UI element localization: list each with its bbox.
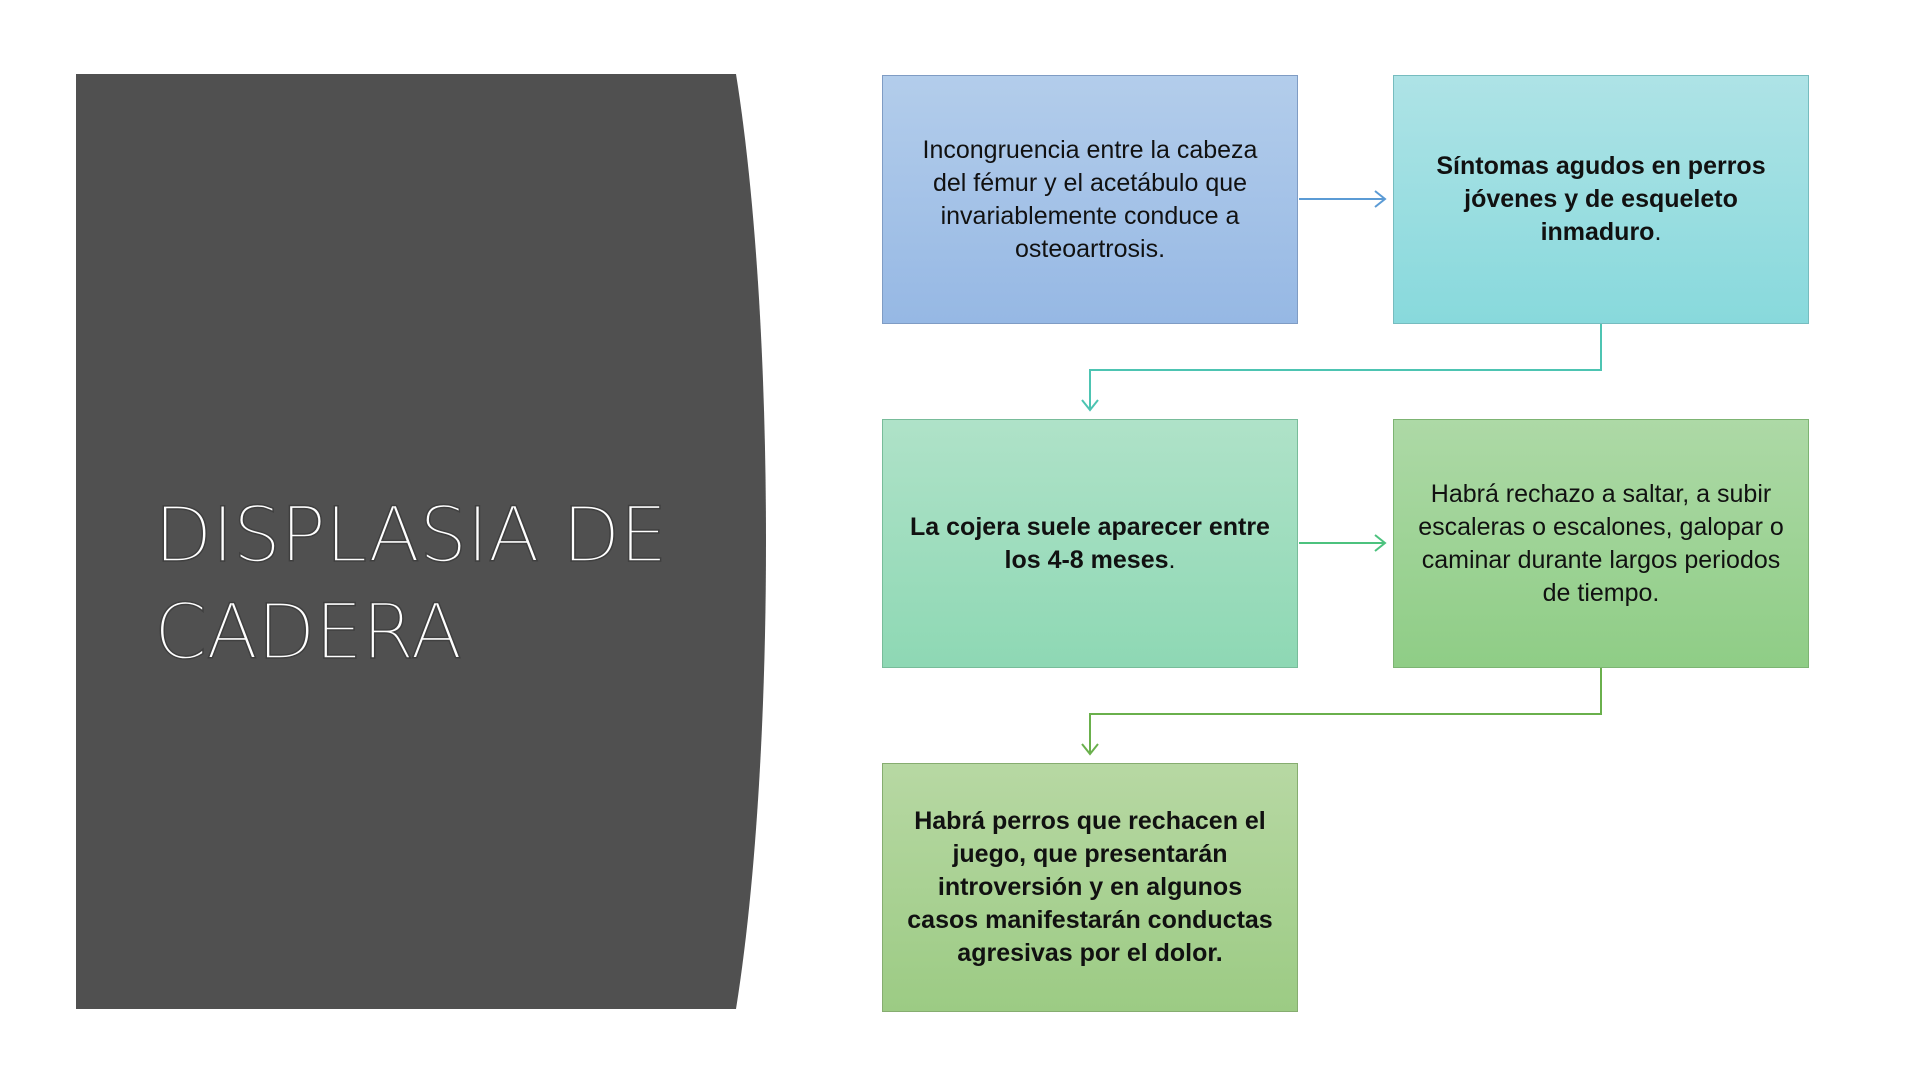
flow-box-plain-text: Incongruencia entre la cabeza del fémur … — [922, 135, 1258, 263]
flow-box-text: Incongruencia entre la cabeza del fémur … — [905, 134, 1275, 266]
title-panel-shape — [76, 74, 766, 1009]
flow-box-acute-symptoms: Síntomas agudos en perros jóvenes y de e… — [1393, 75, 1809, 324]
title-panel-fill — [76, 74, 766, 1009]
flow-box-bold-text: Síntomas agudos en perros jóvenes y de e… — [1436, 152, 1766, 246]
flow-box-text: Habrá perros que rechacen el juego, que … — [905, 805, 1275, 970]
flow-box-activity-rejection: Habrá rechazo a saltar, a subir escalera… — [1393, 419, 1809, 668]
flow-box-text: La cojera suele aparecer entre los 4-8 m… — [905, 511, 1275, 577]
slide-title: DISPLASIA DE CADERA — [153, 489, 668, 677]
flow-box-behavior-changes: Habrá perros que rechacen el juego, que … — [882, 763, 1298, 1012]
flow-box-bold-text: Habrá perros que rechacen el juego, que … — [907, 807, 1273, 967]
flow-box-suffix: . — [1654, 218, 1662, 246]
flow-box-text: Habrá rechazo a saltar, a subir escalera… — [1416, 478, 1786, 610]
title-panel: DISPLASIA DE CADERA — [76, 74, 776, 1009]
flow-box-lameness-onset: La cojera suele aparecer entre los 4-8 m… — [882, 419, 1298, 668]
arrow-box3-to-box4 — [1299, 534, 1387, 552]
flow-box-suffix: . — [1168, 545, 1176, 574]
flow-box-text: Síntomas agudos en perros jóvenes y de e… — [1416, 150, 1786, 249]
flow-box-definition: Incongruencia entre la cabeza del fémur … — [882, 75, 1298, 324]
flow-box-plain-text: Habrá rechazo a saltar, a subir escalera… — [1418, 479, 1784, 607]
flow-box-bold-text: La cojera suele aparecer entre los 4-8 m… — [910, 512, 1270, 574]
arrow-box1-to-box2 — [1299, 190, 1387, 208]
arrow-box2-to-box3 — [1081, 324, 1602, 412]
arrow-box4-to-box5 — [1081, 668, 1602, 756]
